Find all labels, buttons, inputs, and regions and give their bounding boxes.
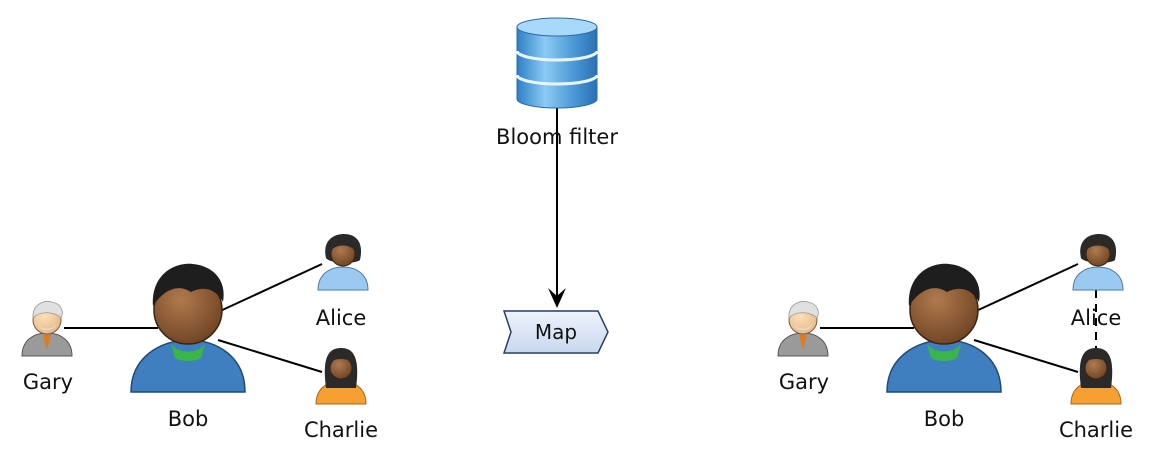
edge-right-bob-charlie [973, 339, 1079, 373]
process-label: Map [534, 320, 578, 344]
process-step-icon [502, 310, 609, 354]
edges [64, 108, 1097, 373]
alice-avatar-icon [317, 234, 369, 291]
edge-left-bob-alice [217, 263, 323, 313]
left-bob-label: Bob [167, 407, 209, 431]
right-bob-label: Bob [923, 407, 965, 431]
db-to-map-arrowhead [548, 288, 566, 308]
left-charlie-label: Charlie [303, 418, 379, 442]
gary-avatar-icon [21, 301, 73, 357]
right-charlie-label: Charlie [1058, 418, 1134, 442]
left-gary-label: Gary [22, 370, 74, 394]
database-label: Bloom filter [496, 125, 618, 149]
charlie-avatar-icon [1070, 348, 1122, 405]
alice-avatar-icon [1072, 234, 1124, 291]
charlie-avatar-icon [315, 348, 367, 405]
right-alice-label: Alice [1070, 306, 1122, 330]
gary-avatar-icon [777, 301, 829, 357]
bob-avatar-icon [130, 263, 246, 393]
left-alice-label: Alice [315, 306, 367, 330]
edge-left-bob-charlie [217, 339, 323, 373]
database-icon [515, 17, 599, 109]
bob-avatar-icon [886, 263, 1002, 393]
edge-right-bob-alice [973, 263, 1079, 313]
right-gary-label: Gary [778, 370, 830, 394]
